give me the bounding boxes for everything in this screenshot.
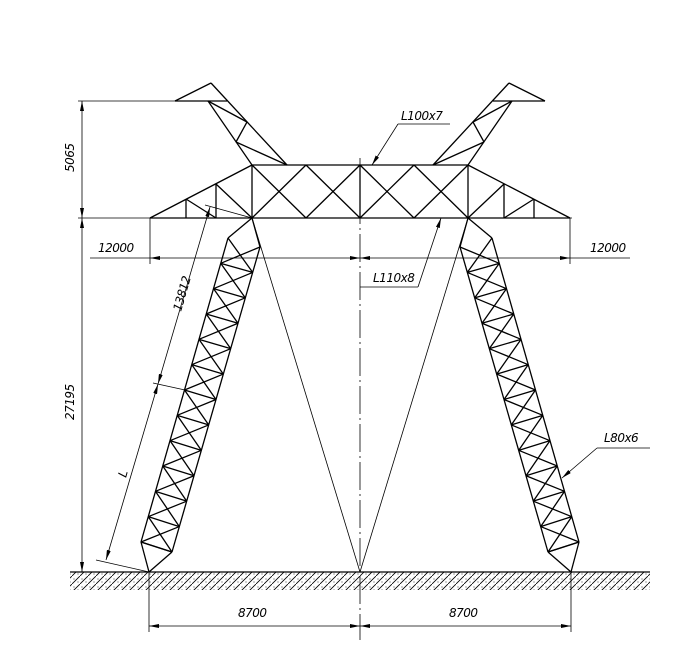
leg-member — [213, 288, 246, 299]
leg-member — [155, 490, 187, 502]
dim-line — [157, 206, 211, 385]
member — [467, 100, 513, 166]
callout-leg: L80x6 — [604, 431, 639, 445]
leg-member — [540, 525, 580, 543]
leader — [561, 447, 598, 479]
member — [251, 164, 307, 219]
member — [305, 164, 361, 219]
dim-leg-segment: L — [115, 469, 130, 479]
leg-member — [251, 217, 361, 573]
leg-member — [467, 217, 493, 239]
member — [503, 198, 535, 219]
leg-member — [191, 364, 224, 375]
member — [185, 198, 217, 219]
leg-member — [140, 541, 173, 553]
leg-member — [496, 364, 529, 375]
leg-member — [474, 288, 507, 299]
member — [207, 100, 248, 123]
leg-member — [525, 475, 565, 492]
dim-arm-height: 5065 — [63, 143, 77, 172]
leg-member — [169, 440, 202, 451]
leader — [371, 123, 399, 166]
leg-member — [177, 414, 209, 426]
dim-base-left: 8700 — [238, 606, 267, 620]
leg-member — [467, 262, 500, 274]
leader — [417, 217, 442, 288]
leg-member — [155, 475, 195, 492]
dimensions — [78, 100, 650, 632]
member — [207, 100, 253, 166]
leg-member — [206, 313, 239, 324]
arm-slope — [149, 164, 253, 219]
leg-member — [503, 398, 543, 416]
leg-member — [198, 322, 239, 340]
leg-member — [148, 500, 187, 518]
leg-member — [184, 389, 217, 401]
leg-member — [525, 465, 558, 477]
leg-member — [481, 322, 522, 340]
leg-member — [467, 271, 507, 290]
peak-outer — [432, 82, 510, 166]
leg-member — [481, 313, 514, 324]
tower-structure — [70, 82, 650, 640]
peak-outer — [210, 82, 288, 166]
leg-member — [518, 440, 551, 451]
member — [235, 121, 248, 143]
extension-line — [204, 204, 253, 219]
leg-member — [547, 551, 572, 573]
leg-member — [220, 262, 253, 274]
leg-member — [459, 246, 500, 264]
arm-slope — [467, 164, 571, 219]
dim-right-span: 12000 — [590, 241, 627, 255]
dim-leg-length: 13812 — [170, 275, 193, 313]
member — [215, 183, 253, 219]
callout-top-chord: L100x7 — [401, 109, 443, 123]
leg-member — [511, 414, 543, 426]
member — [472, 121, 485, 143]
leg-member — [162, 465, 195, 477]
member — [413, 164, 469, 219]
leg-member — [177, 398, 217, 416]
leg-member — [540, 516, 572, 528]
leg-member — [474, 297, 514, 315]
leg-member — [162, 449, 202, 467]
leg-member — [213, 271, 253, 290]
callout-bottom-chord: L110x8 — [373, 271, 415, 285]
leg-member — [547, 541, 580, 553]
leg-member — [503, 389, 536, 401]
leg-member — [140, 541, 150, 573]
member — [432, 141, 485, 166]
dim-base-right: 8700 — [449, 606, 478, 620]
leg-member — [533, 490, 565, 502]
extension-line — [95, 559, 150, 573]
leg-member — [496, 373, 536, 391]
leg-member — [518, 449, 558, 467]
leg-member — [227, 217, 253, 239]
member — [508, 82, 546, 102]
leg-member — [184, 373, 224, 391]
dim-line — [105, 383, 159, 561]
member — [174, 82, 212, 102]
leg-member — [489, 338, 522, 350]
member — [359, 164, 415, 219]
leg-member — [169, 424, 209, 442]
leg-member — [220, 246, 261, 264]
leg-member — [148, 516, 180, 528]
member — [472, 100, 513, 123]
leg-member — [489, 348, 529, 366]
member — [467, 183, 505, 219]
leg-member — [570, 541, 580, 573]
leg-member — [533, 500, 572, 518]
member — [235, 141, 288, 166]
dim-left-span: 12000 — [98, 241, 135, 255]
leg-member — [206, 297, 246, 315]
leg-member — [359, 217, 469, 573]
leg-member — [198, 338, 231, 350]
leg-member — [191, 348, 231, 366]
dim-tower-height: 27195 — [63, 384, 77, 420]
leg-member — [148, 551, 173, 573]
leg-member — [140, 525, 180, 543]
leg-member — [511, 424, 551, 442]
